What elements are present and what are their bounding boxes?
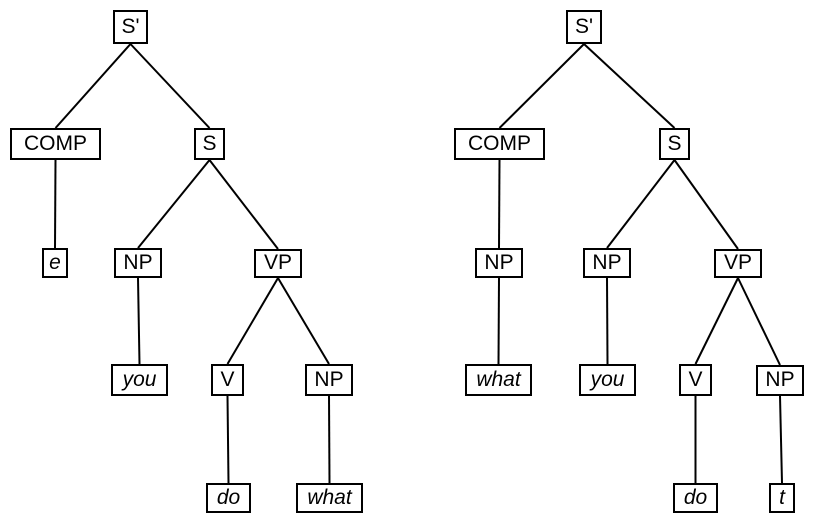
tree-node-label: NP (123, 250, 153, 274)
tree-node-comp-r-comp: COMP (454, 128, 545, 160)
tree-edge-l-s-to-l-vp (208, 159, 279, 250)
tree-node-what-r-what: what (465, 364, 532, 396)
tree-node-np-l-np1: NP (114, 248, 162, 278)
tree-edge-l-np1-to-l-you (137, 277, 141, 365)
tree-edge-l-sbar-to-l-comp (54, 43, 132, 129)
tree-node-label: VP (723, 251, 752, 274)
tree-node-e-l-e: e (42, 248, 68, 278)
tree-node-label: COMP (468, 131, 531, 155)
tree-node-comp-l-comp: COMP (10, 128, 101, 160)
tree-node-label: you (590, 367, 625, 391)
tree-node-sbar-l-sbar: S' (113, 10, 148, 44)
tree-node-label: do (216, 485, 241, 509)
tree-edge-r-sbar-to-r-s (583, 43, 676, 129)
tree-node-label: S (202, 131, 217, 155)
tree-edge-r-vp-to-r-np2 (737, 277, 781, 366)
tree-node-label: NP (484, 250, 514, 274)
tree-edge-r-sbar-to-r-comp (498, 43, 585, 129)
tree-node-vp-l-vp: VP (254, 249, 302, 278)
tree-node-label: what (476, 367, 521, 391)
tree-node-label: S (667, 131, 682, 155)
tree-node-s-l-s: S (194, 128, 225, 160)
tree-node-label: V (688, 367, 703, 391)
tree-edge-r-s-to-r-np1 (606, 159, 676, 249)
tree-node-sbar-r-sbar: S' (566, 10, 602, 44)
tree-node-np-r-np2: NP (756, 365, 804, 396)
tree-node-s-r-s: S (659, 128, 690, 160)
tree-node-v-l-v: V (211, 364, 244, 396)
tree-node-label: NP (765, 368, 795, 391)
tree-edge-l-vp-to-l-np2 (277, 277, 330, 365)
tree-edge-r-np1-to-r-you (606, 277, 609, 365)
tree-edge-l-v-to-l-do (226, 395, 230, 484)
tree-node-you-l-you: you (111, 364, 168, 396)
tree-edge-l-sbar-to-l-s (129, 43, 211, 129)
tree-node-do-l-do: do (206, 483, 251, 513)
tree-node-label: you (122, 367, 157, 391)
tree-node-np-l-np2: NP (305, 364, 353, 396)
tree-node-label: do (683, 485, 708, 509)
tree-node-do-r-do: do (673, 483, 718, 513)
tree-edge-r-vp-to-r-v (694, 277, 739, 365)
tree-node-label: VP (263, 251, 292, 274)
tree-edge-r-comp-to-r-np0 (498, 159, 501, 249)
tree-node-label: COMP (24, 131, 87, 155)
tree-node-vp-r-vp: VP (714, 249, 762, 278)
tree-node-label: e (49, 250, 61, 274)
tree-node-label: NP (314, 367, 344, 391)
tree-node-label: V (220, 367, 235, 391)
tree-edge-l-s-to-l-np1 (137, 159, 211, 249)
tree-node-np-r-np0: NP (475, 248, 523, 278)
tree-node-v-r-v: V (679, 364, 712, 396)
tree-edge-l-np2-to-l-what (328, 395, 331, 484)
tree-node-label: S' (121, 14, 140, 38)
tree-edge-l-comp-to-l-e (54, 159, 57, 249)
tree-node-label: NP (592, 250, 622, 274)
tree-node-label: what (307, 485, 352, 509)
tree-node-you-r-you: you (579, 364, 636, 396)
tree-node-label: S' (574, 14, 594, 38)
tree-edge-l-vp-to-l-v (226, 277, 279, 365)
tree-edge-r-np0-to-r-what (497, 277, 500, 365)
tree-edge-r-s-to-r-vp (673, 159, 739, 250)
tree-node-what-l-what: what (296, 483, 363, 513)
tree-node-label: t (779, 485, 785, 509)
tree-node-np-r-np1: NP (583, 248, 631, 278)
tree-edge-r-np2-to-r-t (779, 395, 783, 484)
tree-node-t-r-t: t (769, 483, 795, 513)
